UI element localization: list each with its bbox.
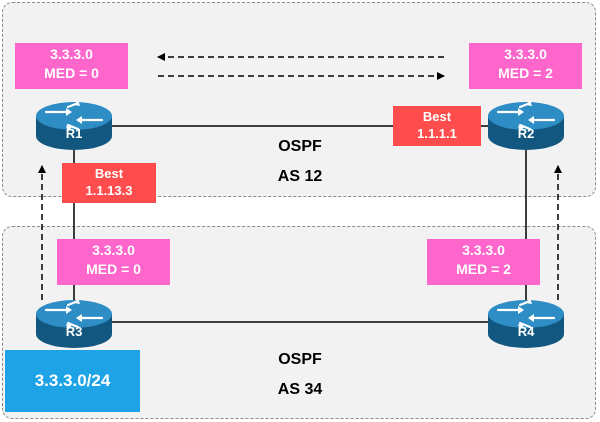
med-box-r1-prefix: 3.3.3.0 bbox=[50, 46, 93, 62]
best-box-r1: Best 1.1.13.3 bbox=[62, 163, 156, 203]
best-box-r1-title: Best bbox=[94, 166, 124, 181]
med-box-r3-prefix: 3.3.3.0 bbox=[92, 242, 135, 258]
med-box-r1-med: MED = 0 bbox=[44, 65, 99, 81]
med-box-r4-prefix: 3.3.3.0 bbox=[462, 242, 505, 258]
router-r4[interactable]: R4 bbox=[484, 296, 568, 352]
med-box-r1: 3.3.3.0 MED = 0 bbox=[15, 43, 128, 89]
med-box-r2: 3.3.3.0 MED = 2 bbox=[469, 43, 582, 89]
med-box-r4: 3.3.3.0 MED = 2 bbox=[427, 239, 540, 285]
med-box-r3: 3.3.3.0 MED = 0 bbox=[57, 239, 170, 285]
med-box-r2-prefix: 3.3.3.0 bbox=[504, 46, 547, 62]
best-box-r2-title: Best bbox=[422, 109, 452, 124]
best-box-r2-nexthop: 1.1.1.1 bbox=[417, 126, 457, 141]
origin-prefix-box: 3.3.3.0/24 bbox=[5, 350, 140, 412]
med-box-r2-med: MED = 2 bbox=[498, 65, 553, 81]
med-box-r3-med: MED = 0 bbox=[86, 261, 141, 277]
best-box-r2: Best 1.1.1.1 bbox=[393, 106, 481, 146]
router-r1[interactable]: R1 bbox=[32, 98, 116, 154]
router-icon bbox=[36, 100, 112, 150]
router-icon bbox=[36, 298, 112, 348]
router-r3-label: R3 bbox=[65, 324, 83, 339]
router-r2[interactable]: R2 bbox=[484, 98, 568, 154]
as12-label: OSPF AS 12 bbox=[260, 132, 340, 192]
router-icon bbox=[488, 100, 564, 150]
router-r1-label: R1 bbox=[65, 126, 83, 141]
router-r2-label: R2 bbox=[517, 126, 535, 141]
as12-protocol: OSPF bbox=[278, 138, 322, 155]
router-r4-label: R4 bbox=[517, 324, 535, 339]
as34-label: OSPF AS 34 bbox=[260, 345, 340, 405]
best-box-r1-nexthop: 1.1.13.3 bbox=[85, 183, 133, 198]
router-icon bbox=[488, 298, 564, 348]
router-r3[interactable]: R3 bbox=[32, 296, 116, 352]
med-box-r4-med: MED = 2 bbox=[456, 261, 511, 277]
as12-number: AS 12 bbox=[277, 168, 323, 185]
as34-protocol: OSPF bbox=[278, 351, 322, 368]
as34-number: AS 34 bbox=[277, 381, 323, 398]
